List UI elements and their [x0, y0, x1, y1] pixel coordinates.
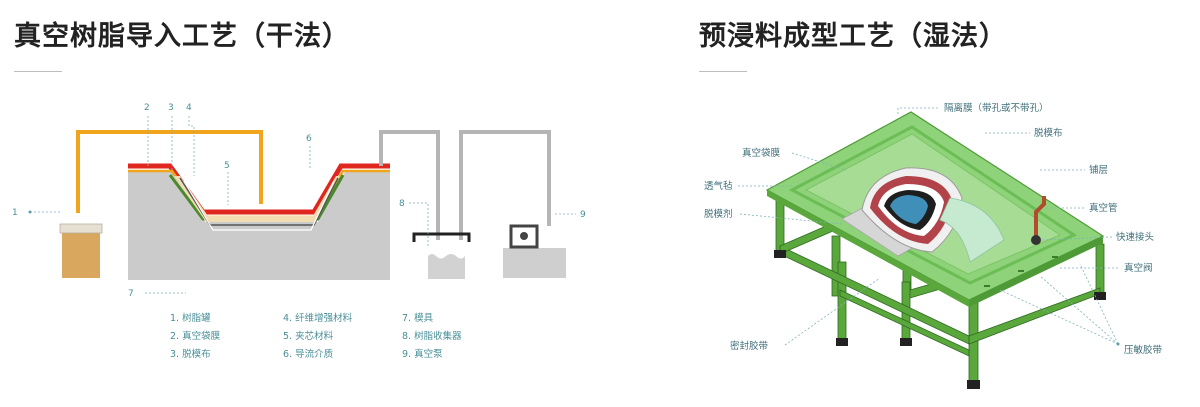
legend-item-1: 1. 树脂罐: [170, 312, 211, 324]
num-6: 6: [306, 134, 312, 144]
resin-tank: [62, 228, 100, 278]
table-top-edge-right: [969, 236, 1103, 307]
legend-item-5: 5. 夹芯材料: [283, 330, 334, 342]
leader-4: [188, 116, 195, 176]
leader-release-film: [897, 107, 940, 114]
label-pressure-tape: 压敏胶带: [1124, 344, 1163, 356]
legend-item-4: 4. 纤维增强材料: [283, 312, 353, 324]
mold-cavity: [179, 177, 339, 226]
vacuum-line-collector: [379, 130, 440, 240]
num-9: 9: [580, 210, 586, 220]
label-release-agent: 脱模剂: [704, 208, 733, 220]
left-title-underline: [14, 71, 62, 72]
right-title: 预浸料成型工艺（湿法）: [699, 21, 1007, 52]
leader-vacuum-bag: [791, 152, 847, 171]
legend-item-8: 8. 树脂收集器: [402, 330, 462, 342]
right-title-underline: [699, 71, 747, 72]
label-peel-ply: 脱模布: [1034, 127, 1063, 139]
leader-pressure-tape: [999, 263, 1119, 345]
resin-feed-line: [76, 130, 263, 213]
sealant-dashes: [984, 256, 1058, 287]
mold: [128, 172, 390, 280]
label-vacuum-bag: 真空袋膜: [742, 147, 781, 159]
label-vacuum-valve: 真空阀: [1124, 262, 1153, 274]
label-breather: 透气毡: [704, 180, 733, 192]
resin-collector-lid: [412, 232, 471, 242]
right-diagram: 隔离膜（带孔或不带孔） 脱模布 真空袋膜 铺层 透气毡 真空管 脱模剂 快速接头…: [704, 102, 1163, 389]
vacuum-tube: [1034, 196, 1046, 236]
legend-item-7: 7. 模具: [402, 312, 434, 324]
leader-8: [409, 202, 429, 246]
vacuum-line-pump: [459, 130, 551, 240]
mold-cavity-inner: [183, 180, 335, 231]
vacuum-bag-layer: [128, 163, 390, 215]
legend-item-3: 3. 脱模布: [170, 348, 211, 360]
vacuum-bag-border: [788, 125, 1078, 285]
label-layup: 铺层: [1089, 164, 1108, 176]
part-cutaway-core: [890, 195, 928, 224]
leader-sealant-tape: [784, 277, 881, 346]
num-5: 5: [224, 161, 230, 171]
left-diagram: 1 2 3 4 5 6 7 8 9 1. 树脂罐 2. 真空袋膜 3. 脱模布 …: [12, 103, 586, 360]
legend-item-9: 9. 真空泵: [402, 348, 443, 360]
label-sealant-tape: 密封胶带: [730, 340, 769, 352]
num-7: 7: [128, 289, 134, 299]
num-8: 8: [399, 199, 405, 209]
table-top-edge: [767, 190, 969, 307]
left-title: 真空树脂导入工艺（干法）: [14, 21, 350, 52]
resin-tank-lid: [59, 223, 103, 234]
vacuum-pump-body: [503, 248, 566, 278]
legend-item-2: 2. 真空袋膜: [170, 330, 221, 342]
legend-item-6: 6. 导流介质: [283, 348, 334, 360]
table-feet: [774, 250, 1106, 389]
resin-collector: [428, 254, 465, 279]
part-dome: [939, 197, 1005, 263]
quick-connector: [1031, 235, 1041, 245]
leader-release-agent: [739, 213, 843, 225]
vacuum-pump-gauge: [520, 232, 528, 240]
num-2: 2: [144, 103, 150, 113]
label-release-film: 隔离膜（带孔或不带孔）: [944, 102, 1049, 114]
num-1: 1: [12, 208, 18, 218]
num-3: 3: [168, 103, 174, 113]
num-4: 4: [186, 103, 192, 113]
label-vacuum-tube: 真空管: [1089, 202, 1118, 214]
label-quick-connector: 快速接头: [1116, 231, 1154, 243]
